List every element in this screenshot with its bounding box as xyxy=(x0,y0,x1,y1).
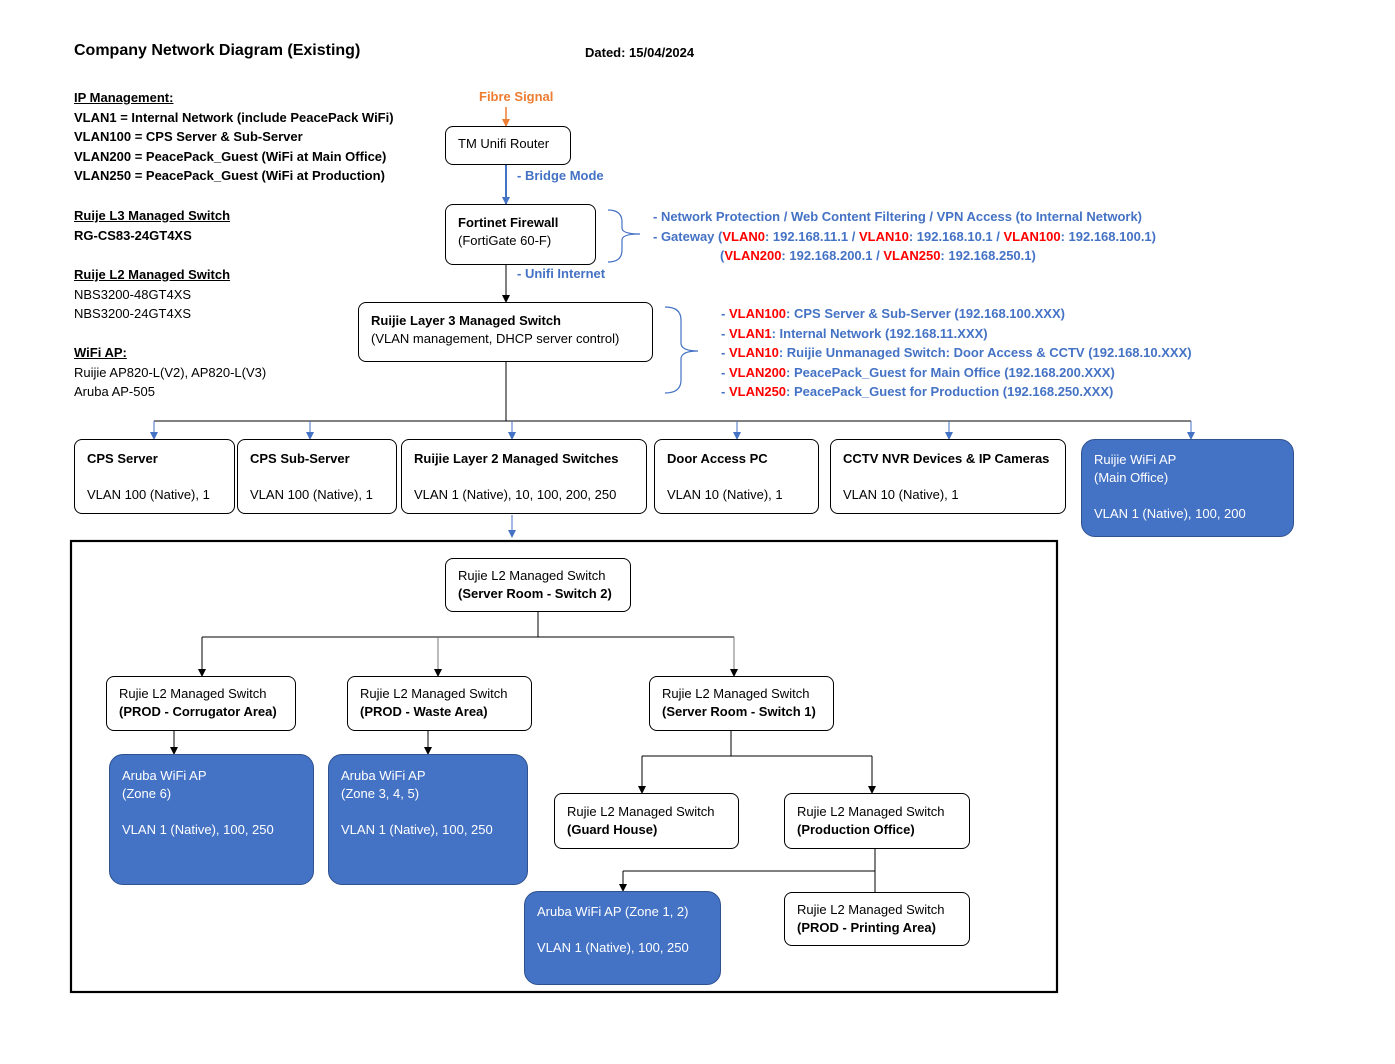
switch-label: Rujie L2 Managed Switch xyxy=(662,686,810,701)
ip-line: VLAN200 = PeacePack_Guest (WiFi at Main … xyxy=(74,148,387,164)
page-title: Company Network Diagram (Existing) xyxy=(74,42,361,59)
door-access-title: Door Access PC xyxy=(667,451,768,466)
ip-management-heading: IP Management: xyxy=(74,90,174,105)
l2-switches-title: Ruijie Layer 2 Managed Switches xyxy=(414,451,619,466)
ip-line: VLAN100 = CPS Server & Sub-Server xyxy=(74,129,303,145)
unifi-internet-label: - Unifi Internet xyxy=(517,266,606,281)
vlan-note: - VLAN10: Ruijie Unmanaged Switch: Door … xyxy=(721,345,1192,361)
cps-server-vlan: VLAN 100 (Native), 1 xyxy=(87,487,210,502)
switch-location: (PROD - Printing Area) xyxy=(797,920,936,935)
wifi-model: Aruba AP-505 xyxy=(74,384,155,400)
switch-label: Rujie L2 Managed Switch xyxy=(458,568,606,583)
l2-legend-heading: Ruije L2 Managed Switch xyxy=(74,267,231,282)
l3-legend-heading: Ruije L3 Managed Switch xyxy=(74,208,231,223)
ap-title: Aruba WiFi AP (Zone 1, 2) xyxy=(537,904,689,919)
switch-server-room-2: Rujie L2 Managed Switch (Server Room - S… xyxy=(445,558,631,612)
ap-main-subtitle: (Main Office) xyxy=(1094,470,1169,485)
switch-label: Rujie L2 Managed Switch xyxy=(797,804,945,819)
firewall-title: Fortinet Firewall xyxy=(458,215,559,230)
switch-location: (PROD - Waste Area) xyxy=(360,704,488,719)
switch-corrugator: Rujie L2 Managed Switch (PROD - Corrugat… xyxy=(106,676,296,731)
switch-waste: Rujie L2 Managed Switch (PROD - Waste Ar… xyxy=(347,676,532,731)
ap-vlan: VLAN 1 (Native), 100, 250 xyxy=(122,822,274,837)
l3-switch-subtitle: (VLAN management, DHCP server control) xyxy=(371,331,620,346)
l3-switch-title: Ruijie Layer 3 Managed Switch xyxy=(371,313,561,328)
cps-server-title: CPS Server xyxy=(87,451,158,466)
aruba-ap-zone-6: Aruba WiFi AP (Zone 6) VLAN 1 (Native), … xyxy=(109,754,314,885)
switch-location: (Server Room - Switch 1) xyxy=(662,704,816,719)
ap-main-vlan: VLAN 1 (Native), 100, 200 xyxy=(1094,506,1246,521)
switch-production-office: Rujie L2 Managed Switch (Production Offi… xyxy=(784,793,970,849)
firewall-note-protection: - Network Protection / Web Content Filte… xyxy=(653,209,1143,224)
door-access-node: Door Access PC VLAN 10 (Native), 1 xyxy=(654,439,819,514)
firewall-note-gateway: - Gateway (VLAN0: 192.168.11.1 / VLAN10:… xyxy=(653,228,1156,244)
switch-label: Rujie L2 Managed Switch xyxy=(119,686,267,701)
fibre-signal-label: Fibre Signal xyxy=(479,89,554,104)
vlan-note: - VLAN250: PeacePack_Guest for Productio… xyxy=(721,384,1114,400)
switch-guard-house: Rujie L2 Managed Switch (Guard House) xyxy=(554,793,739,849)
router-label: TM Unifi Router xyxy=(458,136,550,151)
switch-label: Rujie L2 Managed Switch xyxy=(360,686,508,701)
l2-switches-node: Ruijie Layer 2 Managed Switches VLAN 1 (… xyxy=(401,439,647,514)
firewall-subtitle: (FortiGate 60-F) xyxy=(458,233,552,248)
switch-printing-area: Rujie L2 Managed Switch (PROD - Printing… xyxy=(784,892,970,946)
wifi-model: Ruijie AP820-L(V2), AP820-L(V3) xyxy=(74,364,267,380)
ip-line: VLAN1 = Internal Network (include PeaceP… xyxy=(74,109,394,125)
ap-zone: (Zone 6) xyxy=(122,786,172,801)
wifi-legend: WiFi AP: Ruijie AP820-L(V2), AP820-L(V3)… xyxy=(74,343,266,402)
aruba-ap-zone-1-2: Aruba WiFi AP (Zone 1, 2) VLAN 1 (Native… xyxy=(524,891,721,985)
switch-location: (PROD - Corrugator Area) xyxy=(119,704,277,719)
cps-server-node: CPS Server VLAN 100 (Native), 1 xyxy=(74,439,235,514)
l3-switch-node: Ruijie Layer 3 Managed Switch (VLAN mana… xyxy=(358,302,653,362)
firewall-notes: - Network Protection / Web Content Filte… xyxy=(653,207,1156,266)
ap-title: Aruba WiFi AP xyxy=(122,768,207,783)
switch-label: Rujie L2 Managed Switch xyxy=(797,902,945,917)
vlan-note: - VLAN200: PeacePack_Guest for Main Offi… xyxy=(721,364,1115,380)
ap-main-title: Ruijie WiFi AP xyxy=(1094,452,1177,467)
bridge-mode-label: - Bridge Mode xyxy=(517,168,604,183)
wifi-legend-heading: WiFi AP: xyxy=(74,345,127,360)
cps-sub-server-vlan: VLAN 100 (Native), 1 xyxy=(250,487,373,502)
switch-location: (Guard House) xyxy=(567,822,658,837)
date-label: Dated: 15/04/2024 xyxy=(585,45,695,60)
l2-model: NBS3200-48GT4XS xyxy=(74,286,192,302)
switch-server-room-1: Rujie L2 Managed Switch (Server Room - S… xyxy=(649,676,834,731)
cctv-vlan: VLAN 10 (Native), 1 xyxy=(843,487,959,502)
cctv-node: CCTV NVR Devices & IP Cameras VLAN 10 (N… xyxy=(830,439,1066,514)
switch-label: Rujie L2 Managed Switch xyxy=(567,804,715,819)
ap-title: Aruba WiFi AP xyxy=(341,768,426,783)
l3-model: RG-CS83-24GT4XS xyxy=(74,227,192,243)
ip-line: VLAN250 = PeacePack_Guest (WiFi at Produ… xyxy=(74,168,385,184)
door-access-vlan: VLAN 10 (Native), 1 xyxy=(667,487,783,502)
l3-legend: Ruije L3 Managed Switch RG-CS83-24GT4XS xyxy=(74,206,230,245)
router-node: TM Unifi Router xyxy=(445,126,571,165)
switch-location: (Server Room - Switch 2) xyxy=(458,586,612,601)
vlan-note: - VLAN1: Internal Network (192.168.11.XX… xyxy=(721,325,988,341)
vlan-notes: - VLAN100: CPS Server & Sub-Server (192.… xyxy=(721,304,1192,402)
legend: IP Management: VLAN1 = Internal Network … xyxy=(74,88,394,186)
l2-switches-vlan: VLAN 1 (Native), 10, 100, 200, 250 xyxy=(414,487,617,502)
ruijie-ap-main-office-node: Ruijie WiFi AP (Main Office) VLAN 1 (Nat… xyxy=(1081,439,1294,537)
cctv-title: CCTV NVR Devices & IP Cameras xyxy=(843,451,1050,466)
vlan-note: - VLAN100: CPS Server & Sub-Server (192.… xyxy=(721,306,1065,321)
ap-zone: (Zone 3, 4, 5) xyxy=(341,786,420,801)
ap-vlan: VLAN 1 (Native), 100, 250 xyxy=(537,940,689,955)
l2-legend: Ruije L2 Managed Switch NBS3200-48GT4XS … xyxy=(74,265,230,324)
cps-sub-server-title: CPS Sub-Server xyxy=(250,451,350,466)
cps-sub-server-node: CPS Sub-Server VLAN 100 (Native), 1 xyxy=(237,439,397,514)
firewall-note-gateway-cont: (VLAN200: 192.168.200.1 / VLAN250: 192.1… xyxy=(720,248,1036,263)
firewall-node: Fortinet Firewall (FortiGate 60-F) xyxy=(445,204,596,265)
switch-location: (Production Office) xyxy=(797,822,915,837)
l2-model: NBS3200-24GT4XS xyxy=(74,306,192,322)
aruba-ap-zone-3-4-5: Aruba WiFi AP (Zone 3, 4, 5) VLAN 1 (Nat… xyxy=(328,754,528,885)
ap-vlan: VLAN 1 (Native), 100, 250 xyxy=(341,822,493,837)
